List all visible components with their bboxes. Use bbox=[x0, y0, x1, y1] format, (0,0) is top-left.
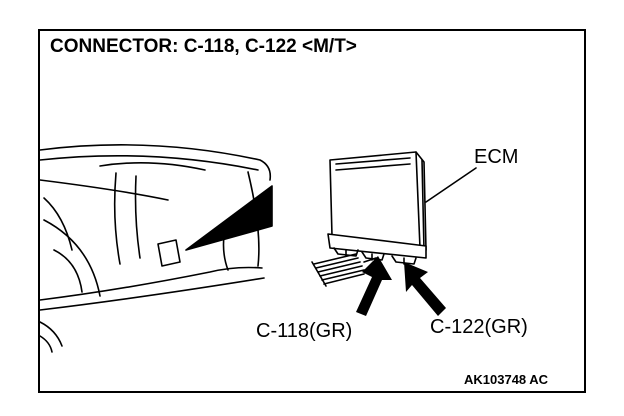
ecm-module bbox=[327, 151, 427, 265]
diagram-title: CONNECTOR: C-118, C-122 <M/T> bbox=[50, 36, 357, 57]
ecm-leader-line bbox=[425, 167, 477, 203]
c118-arrow bbox=[356, 256, 392, 316]
dashboard-illustration bbox=[39, 144, 272, 353]
wire-harness bbox=[311, 253, 377, 287]
c118-connector-label: C-118(GR) bbox=[256, 320, 353, 342]
c122-arrow bbox=[404, 262, 446, 316]
figure-frame bbox=[38, 29, 586, 393]
c122-connector-label: C-122(GR) bbox=[430, 316, 528, 338]
figure-code: AK103748 AC bbox=[464, 372, 549, 387]
pointer-wedge bbox=[185, 185, 273, 251]
connector-location-marker bbox=[157, 239, 181, 267]
ecm-label: ECM bbox=[474, 146, 519, 168]
